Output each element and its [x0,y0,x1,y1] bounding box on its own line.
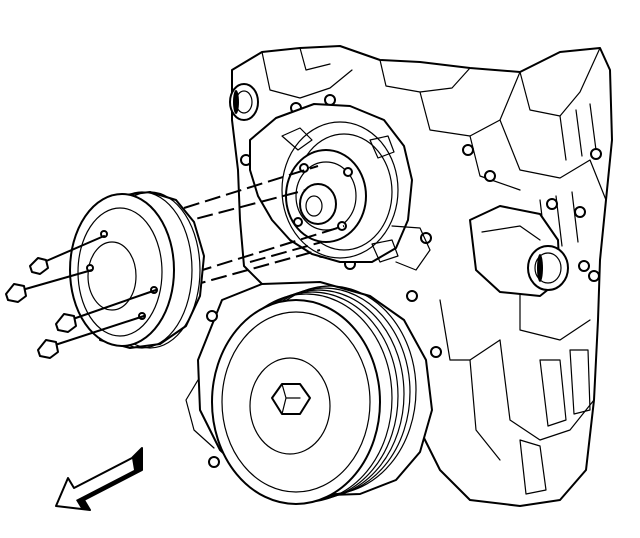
heater-outlet-fitting [229,83,259,121]
crankshaft-balancer [185,281,433,505]
thermostat-housing [469,205,590,297]
front-direction-arrow [55,447,143,511]
pulley-bolt-4 [37,315,145,359]
pulley-bolt-1 [29,235,105,275]
water-pump-pulley [69,191,205,349]
alignment-lines [175,165,345,287]
pulley-bolts [5,235,157,359]
pulley-bolt-2 [5,269,93,303]
water-pump [249,103,431,271]
pulley-bolt-3 [55,289,157,333]
